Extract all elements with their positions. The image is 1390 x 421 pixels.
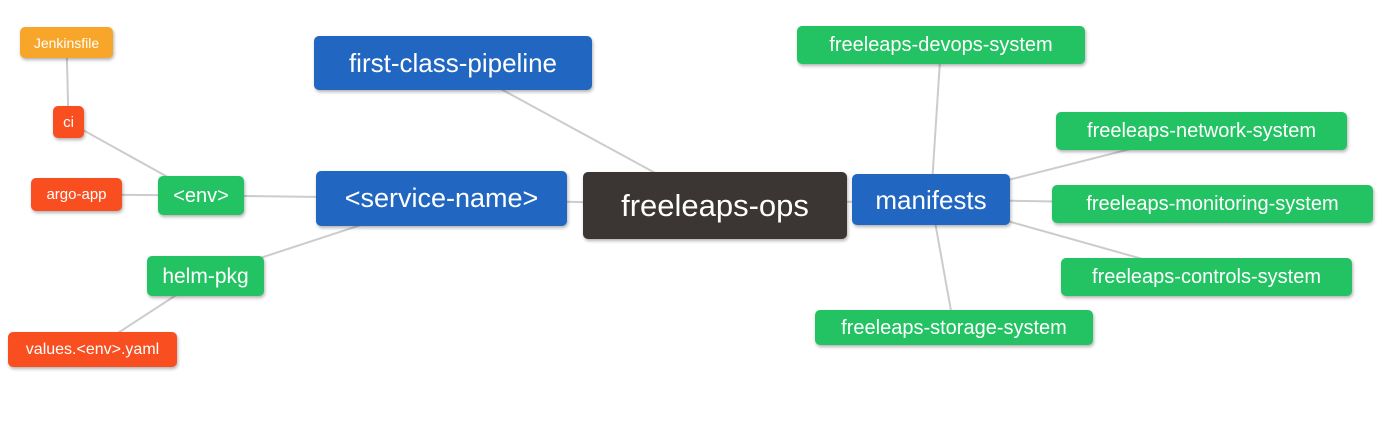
mindmap-node-first-class-pipeline[interactable]: first-class-pipeline bbox=[314, 36, 592, 90]
mindmap-node-manifests[interactable]: manifests bbox=[852, 174, 1010, 225]
mindmap-node-helm-pkg[interactable]: helm-pkg bbox=[147, 256, 264, 296]
mindmap-node-monitoring-system[interactable]: freeleaps-monitoring-system bbox=[1052, 185, 1373, 223]
mindmap-node-controls-system[interactable]: freeleaps-controls-system bbox=[1061, 258, 1352, 296]
mindmap-node-values-env-yaml[interactable]: values.<env>.yaml bbox=[8, 332, 177, 367]
mindmap-node-freeleaps-ops[interactable]: freeleaps-ops bbox=[583, 172, 847, 239]
mindmap-node-argo-app[interactable]: argo-app bbox=[31, 178, 122, 211]
mindmap-node-storage-system[interactable]: freeleaps-storage-system bbox=[815, 310, 1093, 345]
mindmap-node-jenkinsfile[interactable]: Jenkinsfile bbox=[20, 27, 113, 58]
mindmap-node-ci[interactable]: ci bbox=[53, 106, 84, 138]
mindmap-node-service-name[interactable]: <service-name> bbox=[316, 171, 567, 226]
edge-manifests-devops-system bbox=[930, 44, 942, 200]
mindmap-node-devops-system[interactable]: freeleaps-devops-system bbox=[797, 26, 1085, 64]
mindmap-node-network-system[interactable]: freeleaps-network-system bbox=[1056, 112, 1347, 150]
mindmap-node-env[interactable]: <env> bbox=[158, 176, 244, 215]
